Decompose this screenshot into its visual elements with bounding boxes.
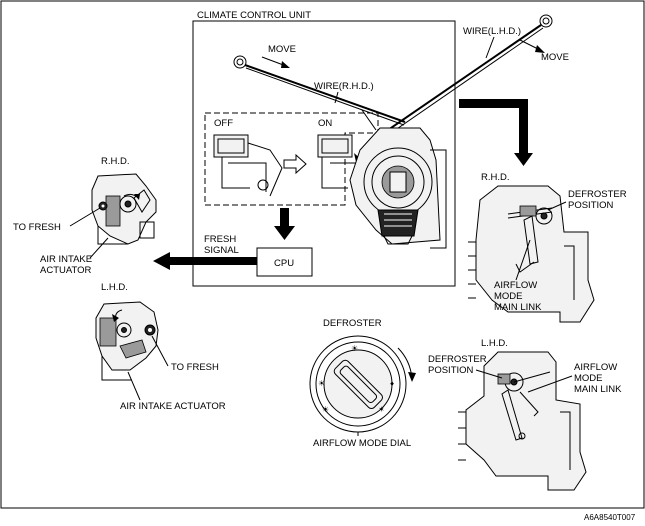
- wire-lhd-leader: [485, 36, 495, 59]
- wire-rhd-leader: [334, 91, 339, 104]
- wire-rhd-label: WIRE(R.H.D.): [314, 81, 374, 92]
- svg-text:☀: ☀: [351, 344, 358, 353]
- airflow-mode-dial-drawing: ☀ ☀ ☀ ♦ ✶: [309, 335, 416, 433]
- to-fresh-leader-left: [69, 207, 101, 227]
- heater-unit-lhd-drawing: [458, 351, 587, 491]
- fresh-signal-label-line1: FRESH: [204, 234, 236, 245]
- wire-lhd-label: WIRE(L.H.D.): [463, 26, 521, 37]
- heater-unit-rhd-drawing: [468, 185, 595, 323]
- svg-text:☀: ☀: [318, 379, 325, 388]
- wire-lhd: [387, 14, 553, 134]
- rhd-left-label: R.H.D.: [101, 156, 130, 167]
- air-intake-actuator-rhd-drawing: [91, 173, 157, 245]
- to-fresh-label-lower: TO FRESH: [171, 362, 219, 373]
- defroster-position-rhd-leader: [547, 201, 567, 211]
- defroster-position-lhd-leader: [475, 369, 503, 379]
- to-fresh-leader-lower: [151, 335, 169, 367]
- defroster-position-rhd-line2: POSITION: [568, 200, 614, 211]
- defroster-dial-label: DEFROSTER: [323, 318, 382, 329]
- climate-control-unit-box: [192, 20, 456, 287]
- defroster-position-lhd-line2: POSITION: [428, 365, 474, 376]
- to-fresh-label-left: TO FRESH: [13, 222, 61, 233]
- lhd-right-label: L.H.D.: [481, 338, 508, 349]
- fresh-signal-label-line2: SIGNAL: [204, 245, 239, 256]
- air-intake-actuator-label-line1: AIR INTAKE: [40, 254, 92, 265]
- airflow-mode-main-link-rhd-line1: AIRFLOW: [494, 280, 537, 291]
- airflow-mode-main-link-lhd-leader: [527, 375, 573, 393]
- to-fresh-arrow-rhd-icon: [123, 193, 140, 200]
- svg-text:✶: ✶: [378, 405, 385, 414]
- off-to-on-arrow-icon: [283, 153, 307, 175]
- to-fresh-arrow-lhd-icon: [112, 309, 123, 322]
- svg-text:☀: ☀: [322, 405, 329, 414]
- airflow-mode-main-link-rhd-line2: MODE: [494, 291, 523, 302]
- svg-text:♦: ♦: [390, 379, 394, 388]
- airflow-mode-dial-label: AIRFLOW MODE DIAL: [313, 438, 411, 449]
- airflow-mode-main-link-lhd-line2: MODE: [574, 373, 603, 384]
- cpu-label: CPU: [274, 258, 294, 269]
- airflow-mode-main-link-rhd-leader: [515, 239, 531, 281]
- move-arrow-lhd-icon: [519, 39, 545, 53]
- rhd-detail-bent-arrow-icon: [459, 99, 533, 166]
- dial-gear-mechanism: [349, 109, 447, 249]
- airflow-mode-main-link-lhd-line3: MAIN LINK: [574, 384, 622, 395]
- signal-down-arrow-icon: [274, 208, 295, 240]
- air-intake-actuator-leader: [89, 237, 109, 259]
- move-label-rhd: MOVE: [268, 44, 296, 55]
- outer-frame: [0, 0, 645, 509]
- airflow-mode-main-link-rhd-line3: MAIN LINK: [494, 302, 542, 313]
- air-intake-actuator-lower-leader: [127, 371, 141, 401]
- on-label: ON: [318, 118, 332, 129]
- airflow-mode-main-link-lhd-line1: AIRFLOW: [574, 362, 617, 373]
- lhd-left-label: L.H.D.: [101, 282, 128, 293]
- switch-off-drawing: [213, 134, 283, 197]
- air-intake-actuator-lhd-drawing: [95, 301, 159, 381]
- switch-detail-dashed-box: [204, 112, 379, 206]
- move-arrow-rhd-icon: [261, 56, 290, 68]
- air-intake-actuator-label-line2: ACTUATOR: [40, 265, 92, 276]
- climate-control-unit-label: CLIMATE CONTROL UNIT: [197, 10, 311, 21]
- move-label-lhd: MOVE: [541, 52, 569, 63]
- defroster-position-rhd-line1: DEFROSTER: [568, 189, 627, 200]
- figure-code: A6A8540T007: [584, 513, 636, 522]
- air-intake-actuator-lower-label: AIR INTAKE ACTUATOR: [120, 401, 226, 412]
- defroster-position-lhd-line1: DEFROSTER: [428, 354, 487, 365]
- rhd-right-label: R.H.D.: [481, 172, 510, 183]
- fresh-signal-arrow-icon: [153, 252, 257, 270]
- off-label: OFF: [214, 118, 233, 129]
